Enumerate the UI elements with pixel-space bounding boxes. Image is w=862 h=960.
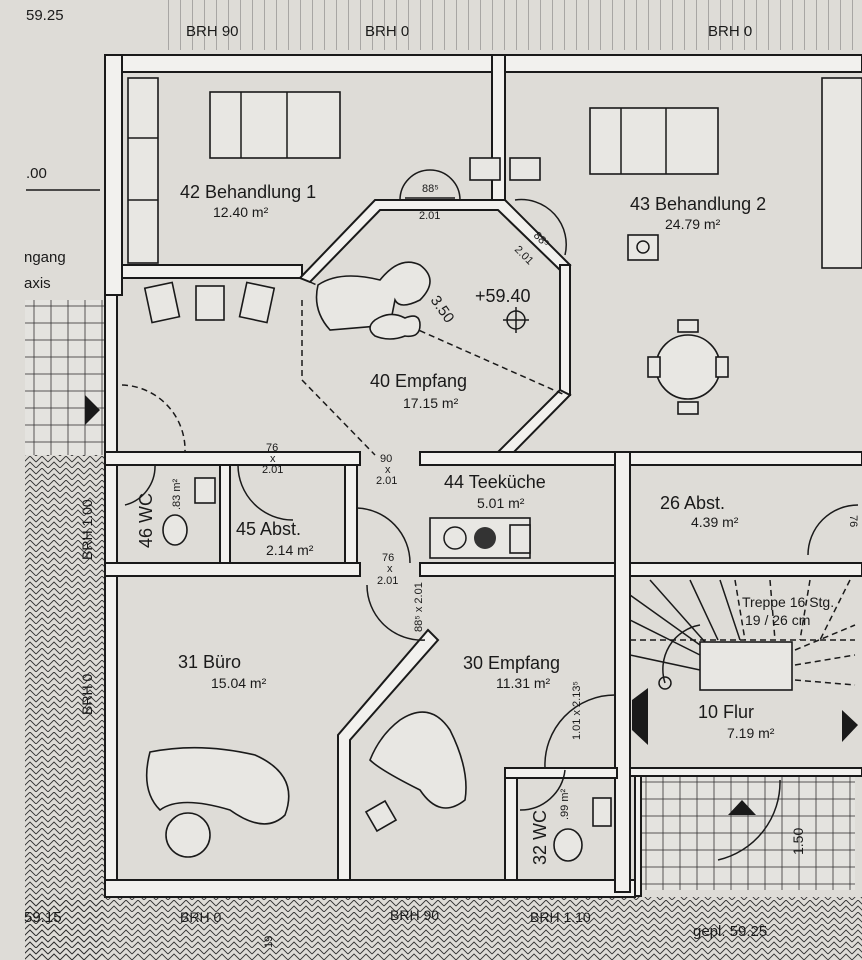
room-45-name: 45 Abst.: [236, 519, 301, 539]
brh-top-1: BRH 90: [186, 23, 239, 40]
door-entrance[interactable]: [121, 384, 186, 453]
dim-door-30-width: 76: [382, 552, 394, 564]
room-31-area: 15.04 m²: [211, 675, 267, 691]
inner-walls: [104, 54, 862, 897]
entrance-arrow-icon: [85, 395, 100, 425]
level-bottom-left: 59.15: [24, 909, 62, 926]
stairs-ratio: 19 / 26 cm: [745, 612, 810, 628]
room-26-area: 4.39 m²: [691, 514, 739, 530]
brh-top-2: BRH 0: [365, 23, 409, 40]
arrow-left-icon: [632, 688, 648, 745]
brh-bottom-1: BRH 0: [180, 909, 221, 925]
door-42[interactable]: [399, 169, 461, 201]
room-44-name: 44 Teeküche: [444, 472, 546, 492]
brh-bottom-2: BRH 90: [390, 907, 439, 923]
brh-top-3: BRH 0: [708, 23, 752, 40]
furniture: [127, 77, 862, 862]
dim-door-44-width: 90: [380, 453, 392, 465]
dim-door-26: 76: [847, 515, 859, 527]
room-46-area: .83 m²: [171, 478, 183, 510]
dim-door-45-x: x: [270, 453, 276, 465]
room-44-area: 5.01 m²: [477, 495, 525, 511]
dim-door-30-height: 2.01: [377, 575, 398, 587]
room-45-area: 2.14 m²: [266, 542, 314, 558]
doors: [121, 169, 859, 861]
room-26-name: 26 Abst.: [660, 493, 725, 513]
brh-left-1: BRH 1.00: [79, 499, 95, 560]
level-left: .00: [26, 165, 47, 182]
room-10-name: 10 Flur: [698, 702, 754, 722]
door-flur[interactable]: [544, 694, 616, 769]
level-40: +59.40: [475, 286, 531, 306]
door-44[interactable]: [356, 507, 411, 564]
room-32-name: 32 WC: [530, 810, 550, 865]
door-terrace[interactable]: [717, 779, 781, 861]
dim-door-45-width: 76: [266, 442, 278, 454]
dim-door-44-x: x: [385, 464, 391, 476]
brh-bottom-3: BRH 1.10: [530, 909, 591, 925]
dim-door-45-height: 2.01: [262, 464, 283, 476]
door-45[interactable]: [237, 464, 294, 521]
outer-walls: [104, 54, 862, 898]
room-30-name: 30 Empfang: [463, 653, 560, 673]
bottom-mark: 19: [263, 936, 275, 948]
room-10-area: 7.19 m²: [727, 725, 775, 741]
room-40-name: 40 Empfang: [370, 371, 467, 391]
dim-door-42-width: 88⁵: [422, 183, 439, 195]
room-42-area: 12.40 m²: [213, 204, 269, 220]
dim-door-30-x: x: [387, 563, 393, 575]
room-31-name: 31 Büro: [178, 652, 241, 672]
dim-door-44-height: 2.01: [376, 475, 397, 487]
arrow-right-icon: [842, 710, 858, 742]
room-43-area: 24.79 m²: [665, 216, 721, 232]
level-bottom: gepl. 59.25: [693, 923, 767, 940]
dim-diagonal: 3.50: [427, 293, 458, 327]
room-40-area: 17.15 m²: [403, 395, 459, 411]
door-43[interactable]: [514, 198, 567, 256]
dim-door-31: 88⁵ x 2.01: [413, 582, 425, 632]
paving-left: [25, 455, 105, 960]
stairs: [85, 395, 858, 815]
dim-door-flur: 1.01 x 2.13⁵: [571, 681, 583, 740]
door-31[interactable]: [366, 584, 426, 641]
entrance-tiles: [25, 300, 105, 455]
room-42-name: 42 Behandlung 1: [180, 182, 316, 202]
entrance-label-2: axis: [24, 275, 51, 292]
terrace-tiles: [640, 775, 855, 890]
dimension-labels: 88⁵ 2.01 88⁵ 2.01 3.50 +59.40 76 x 2.01 …: [262, 183, 859, 855]
room-43-name: 43 Behandlung 2: [630, 194, 766, 214]
room-labels: 42 Behandlung 1 12.40 m² 43 Behandlung 2…: [136, 182, 775, 865]
stairs-label: Treppe 16 Stg.: [742, 594, 834, 610]
paving-bottom: [25, 897, 862, 960]
room-46-name: 46 WC: [136, 493, 156, 548]
room-32-area: .99 m²: [559, 788, 571, 820]
arrow-up-icon: [728, 800, 756, 815]
dim-door-42-height: 2.01: [419, 210, 440, 222]
edge-labels: 59.25 BRH 90 BRH 0 BRH 0 .00 ngang axis …: [24, 7, 767, 948]
room-30-area: 11.31 m²: [496, 675, 551, 691]
brh-left-2: BRH 0: [79, 674, 95, 715]
dim-terrace: 1.50: [790, 828, 806, 855]
entrance-label-1: ngang: [24, 249, 66, 266]
level-top-left: 59.25: [26, 7, 64, 24]
top-balcony-rail: [165, 0, 862, 50]
door-26[interactable]: [807, 504, 859, 556]
dim-door-43-height: 2.01: [512, 244, 536, 268]
